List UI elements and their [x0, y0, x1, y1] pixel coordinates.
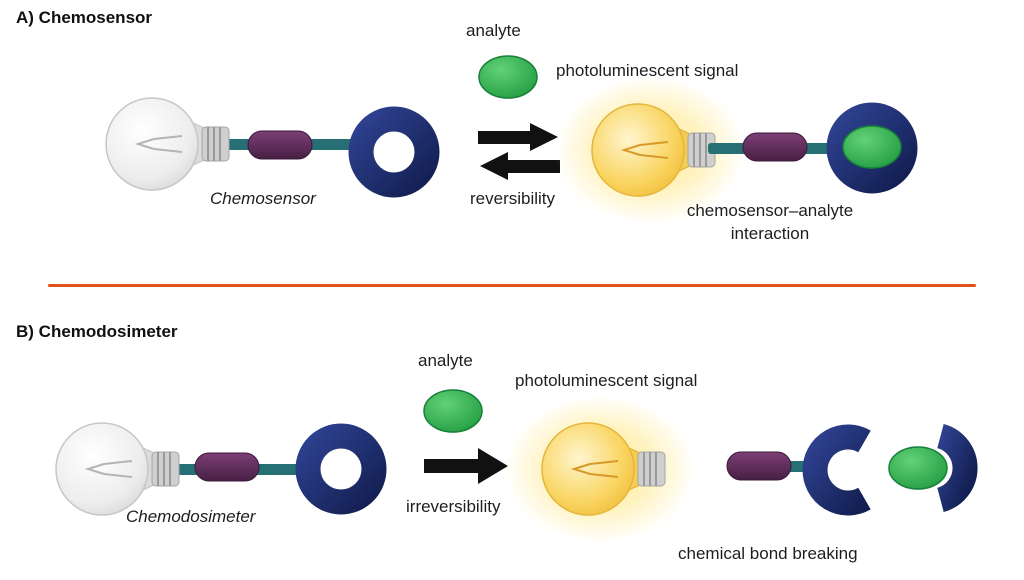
- photoluminescent-signal-label-a: photoluminescent signal: [556, 61, 739, 80]
- chemosensor-analyte-complex: [554, 75, 905, 225]
- linker-capsule-b2: [726, 451, 792, 481]
- panel-b-heading: B) Chemodosimeter: [16, 322, 178, 341]
- irreversible-arrow-icon: [424, 448, 508, 484]
- panel-a-heading: A) Chemosensor: [16, 8, 153, 27]
- analyte-oval-b: [423, 389, 483, 433]
- reversibility-label: reversibility: [470, 189, 556, 208]
- bulb-off-icon-a: [105, 97, 230, 191]
- released-analyte-b: [888, 446, 948, 490]
- chemodosimeter-molecule: [55, 422, 374, 516]
- chemosensor-label: Chemosensor: [210, 189, 316, 208]
- chemosensor-molecule: [105, 97, 427, 191]
- chemosensor-analyte-interaction-label: chemosensor–analyte interaction: [686, 201, 854, 243]
- analyte-label-b: analyte: [418, 351, 473, 370]
- chemical-bond-breaking-label: chemical bond breaking: [678, 544, 858, 563]
- equilibrium-arrows-icon: [478, 123, 560, 180]
- analyte-oval-a: [478, 55, 538, 99]
- analyte-label-a: analyte: [466, 21, 521, 40]
- broken-ring-left: [815, 437, 864, 503]
- bond-breaking-product: [504, 394, 965, 544]
- linker-capsule-b: [194, 452, 260, 482]
- linker-capsule-a2: [742, 132, 808, 162]
- divider-line: [48, 284, 976, 287]
- photoluminescent-signal-label-b: photoluminescent signal: [515, 371, 698, 390]
- bulb-off-icon-b: [55, 422, 180, 516]
- receptor-ring-a: [361, 119, 427, 185]
- bulb-glowing-icon-b: [504, 394, 696, 544]
- chemodosimeter-label: Chemodosimeter: [126, 507, 256, 526]
- receptor-ring-b: [308, 436, 374, 502]
- bound-analyte-a: [842, 125, 902, 169]
- irreversibility-label: irreversibility: [406, 497, 501, 516]
- linker-capsule-a: [247, 130, 313, 160]
